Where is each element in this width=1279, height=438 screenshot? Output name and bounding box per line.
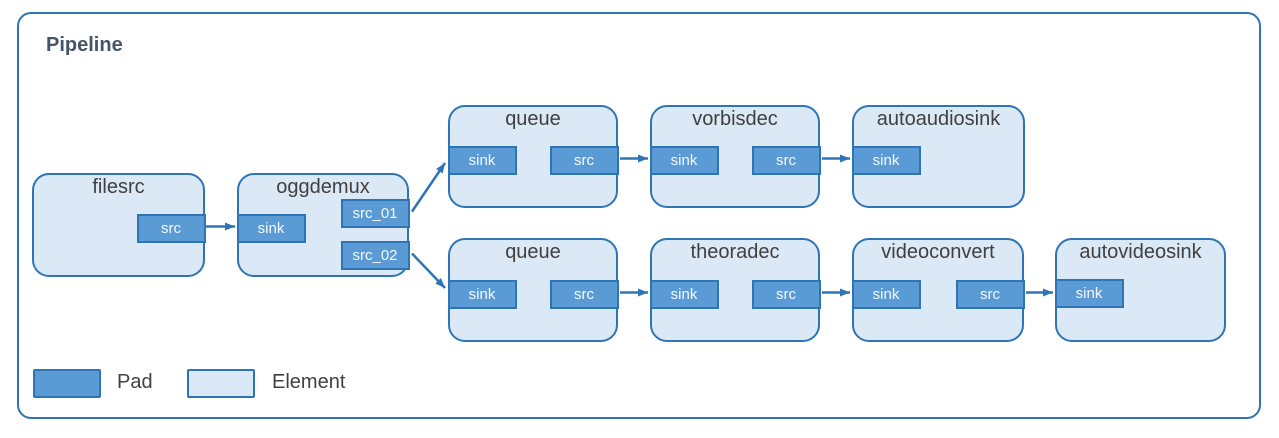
pad-sink: sink xyxy=(649,280,719,309)
pad-src: src xyxy=(136,214,206,243)
pipeline-title: Pipeline xyxy=(46,34,123,56)
pad-sink: sink xyxy=(851,280,921,309)
element-node-oggdemux: oggdemux sink src_01 src_02 xyxy=(236,173,410,277)
pad-src: src xyxy=(549,280,619,309)
element-node-queue-video: queue sink src xyxy=(447,238,619,342)
pad-src-01: src_01 xyxy=(340,199,410,228)
legend-pad-swatch xyxy=(33,369,101,398)
pad-src: src xyxy=(955,280,1025,309)
pad-sink: sink xyxy=(1054,279,1124,308)
pad-sink: sink xyxy=(851,146,921,175)
pad-src: src xyxy=(751,146,821,175)
element-node-videoconvert: videoconvert sink src xyxy=(851,238,1025,342)
element-title: oggdemux xyxy=(276,176,370,198)
pad-sink: sink xyxy=(447,146,517,175)
pad-sink: sink xyxy=(236,214,306,243)
pad-src: src xyxy=(549,146,619,175)
element-node-autovideosink: autovideosink sink xyxy=(1054,238,1226,342)
element-title: autoaudiosink xyxy=(876,108,1001,130)
element-title: autovideosink xyxy=(1079,241,1202,263)
element-title: filesrc xyxy=(92,176,145,198)
element-node-vorbisdec: vorbisdec sink src xyxy=(649,105,821,208)
pad-sink: sink xyxy=(649,146,719,175)
element-node-queue-audio: queue sink src xyxy=(447,105,619,208)
legend-element-swatch xyxy=(187,369,255,398)
element-title: theoradec xyxy=(690,241,780,263)
element-title: queue xyxy=(505,241,561,263)
element-title: videoconvert xyxy=(881,241,995,263)
element-node-filesrc: filesrc src xyxy=(32,173,206,277)
legend-pad-label: Pad xyxy=(117,371,153,393)
pad-src: src xyxy=(751,280,821,309)
legend-element-label: Element xyxy=(272,371,346,393)
pad-sink: sink xyxy=(447,280,517,309)
element-title: queue xyxy=(505,108,561,130)
element-node-autoaudiosink: autoaudiosink sink xyxy=(851,105,1025,208)
pad-src-02: src_02 xyxy=(340,241,410,270)
element-title: vorbisdec xyxy=(692,108,778,130)
pipeline-container xyxy=(17,12,1261,419)
element-node-theoradec: theoradec sink src xyxy=(649,238,821,342)
